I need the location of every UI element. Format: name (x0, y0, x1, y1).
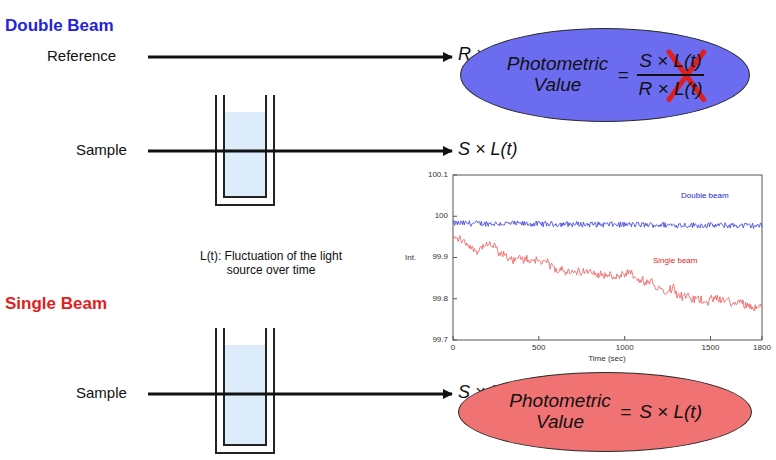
data-series (453, 220, 762, 228)
axis-tick: 1800 (752, 343, 772, 352)
section-heading: Single Beam (5, 294, 107, 314)
formula: Photometric Value = S × L(t) (508, 391, 702, 433)
equals-sign: = (620, 401, 631, 423)
equals-sign: = (618, 64, 629, 86)
axis-tick: 100.1 (427, 170, 449, 179)
chart-lines (453, 220, 762, 311)
formula-value: S × L(t) (639, 401, 702, 423)
fraction: S × L(t) R × L(t) (637, 50, 705, 100)
axis-tick: 500 (531, 343, 546, 352)
data-series (453, 236, 762, 312)
beam-arrow (148, 393, 452, 396)
axis-tick: 99.8 (431, 294, 449, 303)
series-label: Double beam (680, 191, 730, 200)
beam-arrow (148, 150, 452, 153)
beam-name: Sample (76, 141, 127, 158)
axis-tick: 99.7 (431, 335, 449, 344)
photometric-ellipse: Photometric Value = S × L(t) (458, 372, 752, 452)
beam-name: Sample (76, 384, 127, 401)
beam-arrow (148, 56, 452, 59)
section-heading: Double Beam (5, 16, 114, 36)
series-label: Single beam (652, 256, 698, 265)
denominator: R × L(t) (637, 78, 705, 100)
axis-tick: 100 (434, 211, 449, 220)
numerator: S × L(t) (637, 50, 704, 72)
axis-tick: 0 (450, 343, 456, 352)
formula: Photometric Value = S × L(t) R × L(t) (506, 50, 705, 100)
axis-tick: 1500 (701, 343, 721, 352)
formula-name: Photometric Value (506, 54, 610, 96)
axis-title: Time (sec) (587, 354, 626, 363)
photometric-ellipse: Photometric Value = S × L(t) R × L(t) (460, 28, 750, 122)
axis-tick: 1000 (615, 343, 635, 352)
axis-tick: 99.9 (431, 252, 449, 261)
chart-frame (453, 175, 762, 340)
axis-title: Int. (404, 253, 417, 262)
beam-value: S × L(t) (458, 139, 518, 160)
note-text: L(t): Fluctuation of the light source ov… (196, 250, 346, 278)
formula-name: Photometric Value (508, 391, 612, 433)
beam-name: Reference (47, 47, 116, 64)
cuvette (216, 328, 274, 453)
fraction-bar (637, 74, 705, 76)
